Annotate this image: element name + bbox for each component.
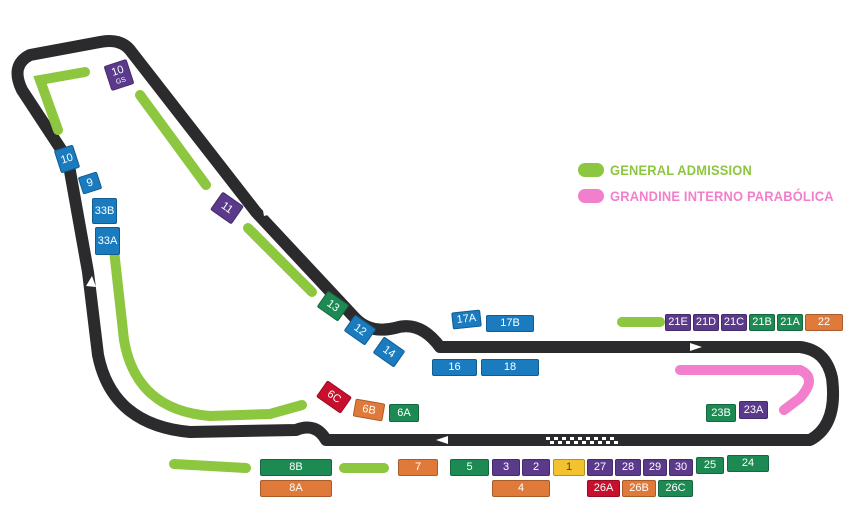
stand-label: 9 xyxy=(85,175,95,190)
stand-label: 30 xyxy=(674,461,688,473)
stand-7[interactable]: 7 xyxy=(398,459,438,476)
stand-21d[interactable]: 21D xyxy=(693,314,719,331)
stand-label: 13 xyxy=(324,297,342,315)
legend-grandine: GRANDINE INTERNO PARABÓLICA xyxy=(578,188,849,204)
stand-label: 5 xyxy=(466,461,473,473)
stand-label: 14 xyxy=(380,343,398,361)
stand-label: 23B xyxy=(711,406,731,419)
direction-arrow xyxy=(690,343,702,351)
stand-label: 21B xyxy=(752,316,772,328)
stand-label: 10 xyxy=(59,150,75,167)
stand-label: 6C xyxy=(325,387,344,406)
finish-line xyxy=(544,436,620,445)
legend-swatch-green xyxy=(578,163,604,177)
stand-label: 4 xyxy=(517,482,525,494)
stand-23b[interactable]: 23B xyxy=(706,404,736,422)
stand-28[interactable]: 28 xyxy=(615,459,641,476)
stand-label: 33A xyxy=(97,234,118,247)
stand-label: 23A xyxy=(743,403,764,416)
stand-label: 1 xyxy=(565,461,573,473)
stand-33b[interactable]: 33B xyxy=(92,198,117,224)
stand-30[interactable]: 30 xyxy=(669,459,693,476)
stand-label: 17B xyxy=(500,317,520,329)
stand-1[interactable]: 1 xyxy=(553,459,585,476)
stand-6a[interactable]: 6A xyxy=(389,404,419,422)
stand-26b[interactable]: 26B xyxy=(622,480,656,497)
stand-8b[interactable]: 8B xyxy=(260,459,332,476)
stand-26c[interactable]: 26C xyxy=(658,480,693,497)
stand-label: 3 xyxy=(502,461,510,473)
stand-sublabel: GS xyxy=(114,75,127,86)
stand-label: 18 xyxy=(503,361,517,373)
grandine-area xyxy=(675,365,814,415)
stand-label: 21E xyxy=(668,316,688,328)
stand-label: 16 xyxy=(448,361,461,373)
stand-label: 7 xyxy=(414,461,422,473)
stand-label: 29 xyxy=(648,461,662,473)
stand-29[interactable]: 29 xyxy=(643,459,667,476)
stand-label: 2 xyxy=(532,461,540,473)
stand-16[interactable]: 16 xyxy=(432,359,477,376)
stand-27[interactable]: 27 xyxy=(587,459,613,476)
stand-label: 33B xyxy=(94,204,115,217)
stand-label: 8A xyxy=(289,482,303,494)
stand-label: 24 xyxy=(741,457,755,469)
stand-17b[interactable]: 17B xyxy=(486,315,534,332)
general-admission-areas xyxy=(33,67,665,473)
stand-25[interactable]: 25 xyxy=(696,457,724,474)
stand-21c[interactable]: 21C xyxy=(721,314,747,331)
stand-17a[interactable]: 17A xyxy=(451,309,482,330)
stand-label: 21C xyxy=(723,316,745,328)
stand-label: 11 xyxy=(219,199,236,216)
stand-label: 8B xyxy=(289,461,303,473)
legend-label-general-admission: GENERAL ADMISSION xyxy=(610,162,752,178)
stand-21e[interactable]: 21E xyxy=(665,314,691,331)
stand-21a[interactable]: 21A xyxy=(777,314,803,331)
legend-swatch-pink xyxy=(578,189,604,203)
stand-label: 22 xyxy=(817,316,831,328)
direction-arrow xyxy=(436,436,448,444)
stand-3[interactable]: 3 xyxy=(492,459,520,476)
stand-18[interactable]: 18 xyxy=(481,359,539,376)
stand-33a[interactable]: 33A xyxy=(95,227,120,255)
stand-label: 25 xyxy=(703,459,717,471)
stand-26a[interactable]: 26A xyxy=(587,480,620,497)
stand-label: 21A xyxy=(780,316,800,328)
stand-label: 17A xyxy=(456,312,477,326)
direction-arrow xyxy=(262,205,272,216)
stand-8a[interactable]: 8A xyxy=(260,480,332,497)
stand-label: 21D xyxy=(695,316,717,328)
stand-4[interactable]: 4 xyxy=(492,480,550,497)
stand-label: 6A xyxy=(397,406,411,419)
stand-label: 26C xyxy=(665,482,686,494)
legend-general-admission: GENERAL ADMISSION xyxy=(578,162,764,178)
stand-2[interactable]: 2 xyxy=(522,459,550,476)
stand-22[interactable]: 22 xyxy=(805,314,843,331)
race-track xyxy=(11,35,839,446)
stand-label: 26A xyxy=(593,482,614,494)
stand-label: 12 xyxy=(351,321,369,339)
stand-label: 28 xyxy=(621,461,635,473)
stand-label: 27 xyxy=(593,461,607,473)
stand-5[interactable]: 5 xyxy=(450,459,489,476)
stand-label: 26B xyxy=(629,482,649,494)
legend-label-grandine: GRANDINE INTERNO PARABÓLICA xyxy=(610,188,834,204)
direction-arrow xyxy=(86,276,96,287)
stand-21b[interactable]: 21B xyxy=(749,314,775,331)
stand-label: 6B xyxy=(361,402,377,417)
stand-23a[interactable]: 23A xyxy=(739,401,768,419)
stand-24[interactable]: 24 xyxy=(727,455,769,472)
